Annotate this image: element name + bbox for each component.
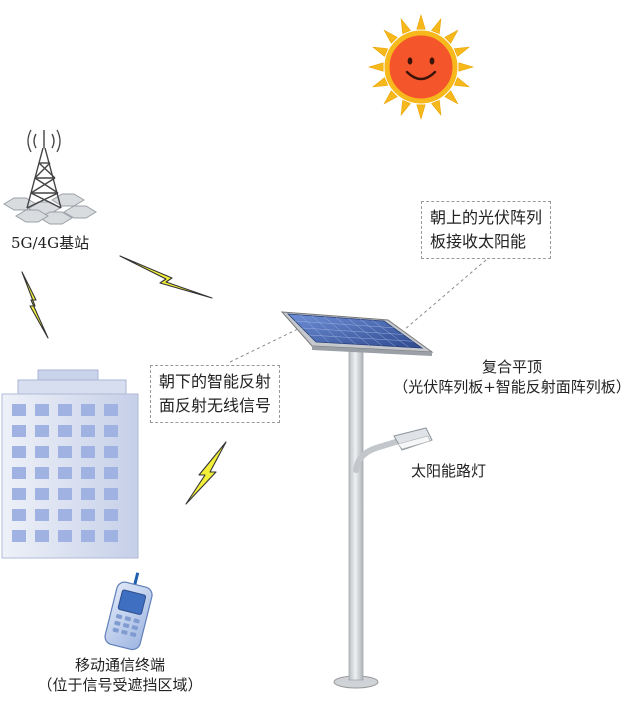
solar-street-light-icon [280,311,434,689]
mobile-terminal-subtitle: （位于信号受遮挡区域） [37,676,203,694]
sun-ray [372,46,389,57]
building-window [104,509,118,521]
panel-cell-line [308,334,413,342]
street-light-label: 太阳能路灯 [411,462,487,480]
sun-ray [367,62,384,72]
irs-callout: 朝下的智能反射 面反射无线信号 [150,365,281,423]
building-window [81,509,95,521]
composite-roof-title: 复合平顶 [481,358,542,376]
mobile-terminal-title: 移动通信终端 [74,656,165,674]
sun-ray [383,29,398,44]
building-window [81,425,95,437]
lightning-bolt-icon [21,255,227,505]
composite-roof-label: 复合平顶 （光伏阵列板+智能反射面阵列板） [385,357,639,397]
building-window [35,404,49,416]
sun-ray [444,90,459,105]
building-window [35,488,49,500]
building-window [12,488,26,500]
sun-ray [372,77,389,88]
building-window [81,488,95,500]
building-window [58,509,72,521]
building-window [58,488,72,500]
building-window [81,404,95,416]
sun-ray [400,99,411,116]
building-window [81,467,95,479]
building-window [35,446,49,458]
building-window [58,446,72,458]
pv-panel-callout: 朝上的光伏阵列 板接收太阳能 [421,201,552,259]
building-window [104,530,118,542]
building-window [12,467,26,479]
sun-ray [458,62,475,72]
building-window [81,530,95,542]
building-window [12,530,26,542]
base-station-label: 5G/4G基站 [11,234,90,252]
sun-ray [431,99,442,116]
building-window [81,446,95,458]
building-window [12,425,26,437]
pv-panel-callout-line1: 朝上的光伏阵列 [430,208,543,227]
building-window [104,488,118,500]
building-window [58,404,72,416]
cell-tower-icon [3,129,97,225]
building-window [104,446,118,458]
sun-ray [416,13,426,30]
building-window [58,530,72,542]
building-window [35,530,49,542]
building-window [104,404,118,416]
callout-leader-lines [229,259,487,363]
building-window [12,404,26,416]
sun-ray [416,104,426,121]
sun-icon [367,13,475,121]
office-building-icon [1,369,139,559]
irs-callout-line2: 面反射无线信号 [159,396,272,415]
mobile-phone-icon [104,572,153,651]
building-window [35,425,49,437]
pv-panel-callout-line2: 板接收太阳能 [430,232,527,251]
composite-roof-subtitle: （光伏阵列板+智能反射面阵列板） [393,378,631,396]
sun-ray [431,18,442,35]
building-window [58,425,72,437]
sun-ray [444,29,459,44]
building-window [58,467,72,479]
building-window [12,509,26,521]
building-window [35,467,49,479]
panel-cell-line [301,327,404,335]
sun-ray [453,77,470,88]
mobile-terminal-label: 移动通信终端 （位于信号受遮挡区域） [0,655,240,695]
building-window [104,467,118,479]
building-window [12,446,26,458]
panel-cell-line [294,320,394,328]
sun-ray [383,90,398,105]
building-window [35,509,49,521]
building-window [104,425,118,437]
sun-ray [453,46,470,57]
irs-callout-line1: 朝下的智能反射 [159,372,272,391]
sun-ray [400,18,411,35]
